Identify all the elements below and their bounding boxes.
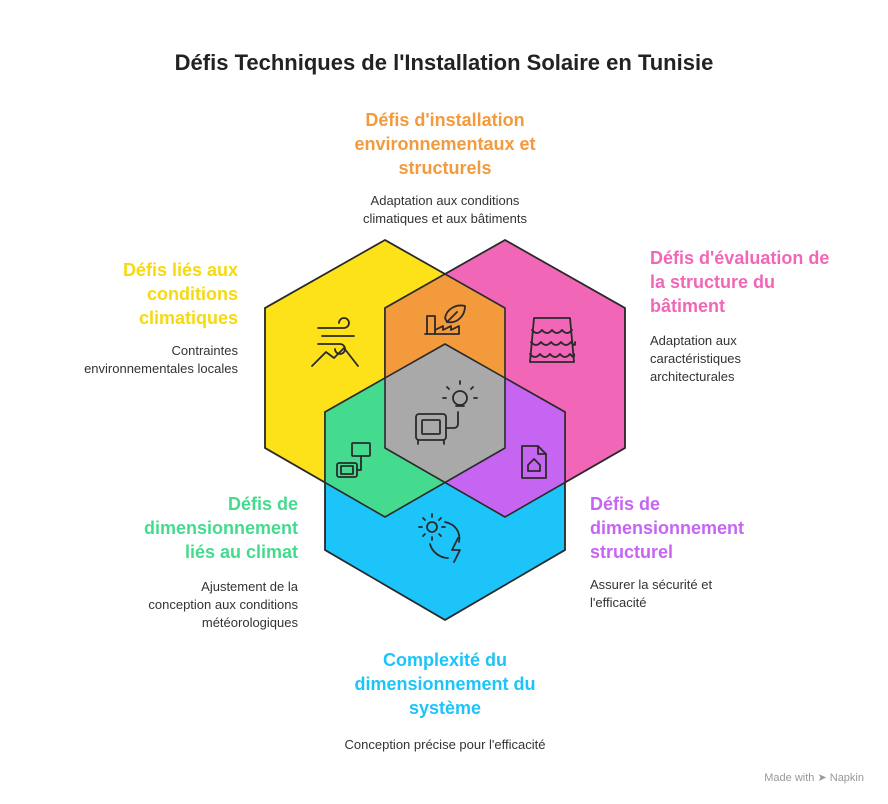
heading-system-sizing: Complexité du dimensionnement du système bbox=[354, 650, 536, 718]
sun-bolt-cycle-icon bbox=[418, 513, 461, 563]
heading-structural-sizing: Défis de dimensionnement structurel bbox=[590, 494, 745, 562]
desc-building-structure: Adaptation aux caractéristiques architec… bbox=[650, 333, 742, 384]
napkin-logo-icon: ➤ bbox=[817, 772, 827, 784]
desc-system-sizing: Conception précise pour l'efficacité bbox=[344, 737, 546, 752]
napkin-brand: Napkin bbox=[829, 772, 864, 784]
desc-installation: Adaptation aux conditions climatiques et… bbox=[362, 193, 528, 226]
desc-climate-conditions: Contraintes environnementales locales bbox=[84, 343, 238, 376]
roof-tiles-icon bbox=[529, 317, 577, 363]
desc-structural-sizing: Assurer la sécurité et l'efficacité bbox=[590, 577, 713, 610]
heading-climate-conditions: Défis liés aux conditions climatiques bbox=[122, 260, 238, 328]
heading-building-structure: Défis d'évaluation de la structure du bâ… bbox=[650, 248, 830, 316]
factory-leaf-icon bbox=[424, 304, 466, 335]
generator-bulb-icon bbox=[415, 380, 478, 445]
wind-mountain-icon bbox=[311, 317, 359, 367]
document-house-icon bbox=[521, 445, 547, 479]
diagram-title: Défis Techniques de l'Installation Solai… bbox=[174, 50, 714, 75]
overlap-installation bbox=[385, 274, 505, 378]
computer-generator-icon bbox=[336, 442, 371, 478]
heading-climate-sizing: Défis de dimensionnement liés au climat bbox=[143, 494, 298, 562]
made-with-napkin[interactable]: Made with ➤ Napkin bbox=[764, 771, 864, 784]
heading-installation: Défis d'installation environnementaux et… bbox=[354, 110, 536, 178]
desc-climate-sizing: Ajustement de la conception aux conditio… bbox=[148, 579, 298, 630]
made-with-label: Made with bbox=[764, 772, 815, 784]
